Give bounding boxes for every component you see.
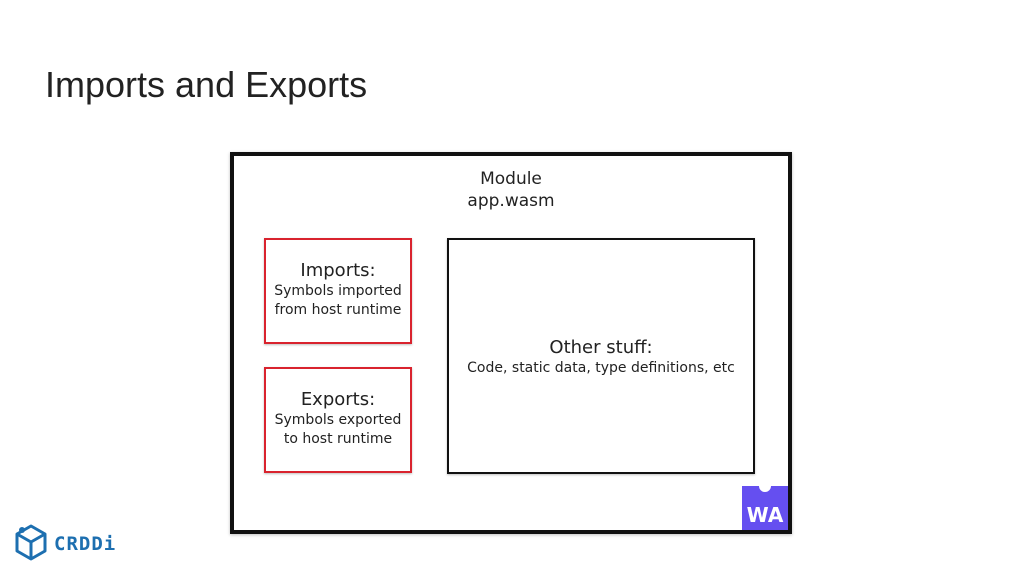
logo-notch xyxy=(759,480,771,492)
imports-heading: Imports: xyxy=(300,260,376,281)
exports-heading: Exports: xyxy=(300,389,376,410)
module-box: Module app.wasm Imports: Symbols importe… xyxy=(230,152,792,534)
slide-title: Imports and Exports xyxy=(45,64,368,105)
module-header: Module app.wasm xyxy=(234,168,788,212)
webassembly-logo-icon: WA xyxy=(742,480,788,530)
exports-line-1: Symbols exported xyxy=(274,412,402,428)
other-stuff-box: Other stuff: Code, static data, type def… xyxy=(447,238,755,474)
module-file-name: app.wasm xyxy=(467,191,555,211)
imports-line-2: from host runtime xyxy=(274,302,402,318)
webassembly-logo-text: WA xyxy=(746,503,784,527)
exports-box: Exports: Symbols exported to host runtim… xyxy=(264,367,412,473)
other-stuff-detail: Code, static data, type definitions, etc xyxy=(467,360,735,376)
module-label: Module xyxy=(480,169,542,189)
cube-logo-icon xyxy=(15,524,47,561)
other-stuff-heading: Other stuff: xyxy=(549,337,653,358)
exports-line-2: to host runtime xyxy=(283,431,393,447)
imports-box: Imports: Symbols imported from host runt… xyxy=(264,238,412,344)
imports-line-1: Symbols imported xyxy=(274,283,402,299)
brand-name: CRDDi xyxy=(54,533,117,555)
